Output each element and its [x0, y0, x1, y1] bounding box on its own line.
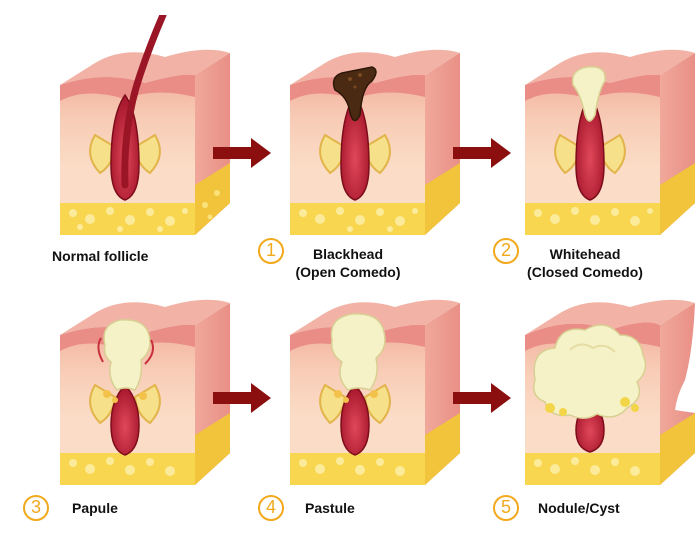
- stage-subtitle-blackhead: (Open Comedo): [295, 264, 401, 280]
- skin-diagram-nodule-cyst: [515, 290, 700, 485]
- stage-label-normal-follicle: Normal follicle: [52, 248, 149, 264]
- stage-number-3: 3: [23, 495, 49, 521]
- progression-arrow-1: [213, 138, 273, 168]
- skin-diagram-normal-follicle: [45, 15, 245, 235]
- stage-subtitle-whitehead: (Closed Comedo): [527, 264, 643, 280]
- skin-diagram-pastule: [280, 290, 480, 485]
- stage-number-5: 5: [493, 495, 519, 521]
- stage-label-whitehead: Whitehead (Closed Comedo): [510, 245, 660, 281]
- stage-number-2: 2: [493, 238, 519, 264]
- progression-arrow-2: [453, 138, 513, 168]
- skin-diagram-blackhead: [280, 15, 480, 235]
- skin-diagram-papule: [45, 290, 245, 485]
- stage-label-pastule: Pastule: [305, 500, 355, 516]
- stage-title-blackhead: Blackhead: [312, 246, 384, 262]
- progression-arrow-4: [453, 383, 513, 413]
- stage-label-blackhead: Blackhead (Open Comedo): [278, 245, 418, 281]
- stage-label-papule: Papule: [72, 500, 118, 516]
- stage-number-4: 4: [258, 495, 284, 521]
- stage-number-1: 1: [258, 238, 284, 264]
- stage-label-nodule-cyst: Nodule/Cyst: [538, 500, 620, 516]
- progression-arrow-3: [213, 383, 273, 413]
- skin-diagram-whitehead: [515, 15, 700, 235]
- stage-title-whitehead: Whitehead: [549, 246, 621, 262]
